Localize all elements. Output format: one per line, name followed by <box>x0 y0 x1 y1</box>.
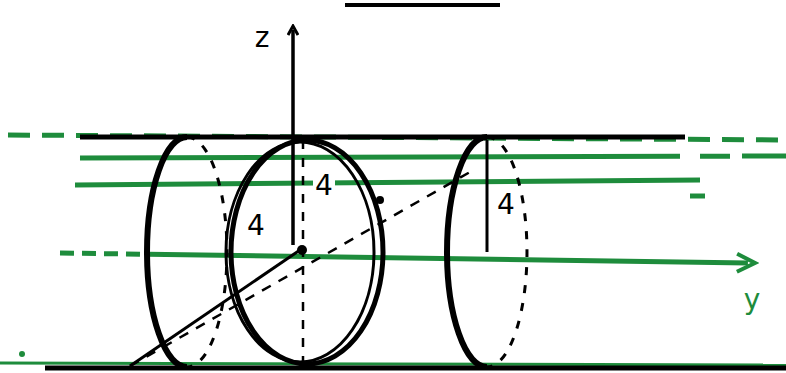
center-point <box>297 245 307 255</box>
cross-section <box>231 140 383 364</box>
end-ellipse <box>447 137 487 367</box>
end-ellipse-hidden <box>487 137 527 367</box>
axis-label: y <box>742 286 763 314</box>
dot <box>19 351 25 357</box>
y-axis <box>60 253 755 263</box>
guide-line <box>0 363 786 365</box>
z-axis <box>291 30 295 245</box>
radius-line <box>486 140 489 252</box>
guide-line <box>75 180 700 185</box>
point <box>376 196 384 204</box>
axis-label: z <box>253 24 272 52</box>
cylinder-bottom <box>45 366 786 371</box>
guide-line <box>80 156 786 158</box>
diagonal-line <box>130 172 470 366</box>
guide-line <box>8 135 786 140</box>
dimension-label: 4 <box>495 191 517 219</box>
guide-line <box>690 194 705 199</box>
dimension-label: 4 <box>245 212 267 240</box>
title-underline <box>345 3 500 7</box>
dimension-label: 4 <box>313 172 335 200</box>
cylinder-top <box>80 135 685 140</box>
diagonal-line <box>130 250 300 366</box>
cross-section <box>226 142 374 362</box>
end-ellipse-hidden <box>187 137 227 367</box>
